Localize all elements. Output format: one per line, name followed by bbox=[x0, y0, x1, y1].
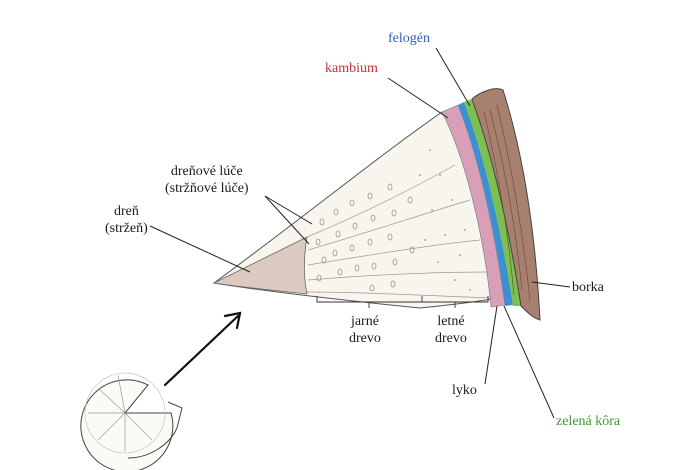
label-lyko: lyko bbox=[452, 383, 477, 398]
leader-lines bbox=[149, 47, 571, 419]
label-kambium: kambium bbox=[325, 61, 378, 76]
arrow-icon bbox=[163, 311, 242, 387]
log-cross-section-icon bbox=[80, 372, 183, 470]
label-felogen: felogén bbox=[388, 31, 430, 46]
label-letne-drevo: letné drevo bbox=[435, 314, 467, 346]
label-drenove-luce: dreňové lúče (stržňové lúče) bbox=[165, 164, 249, 196]
summer-wood-dots bbox=[419, 149, 471, 291]
label-jarne-drevo: jarné drevo bbox=[349, 314, 381, 346]
bark-band bbox=[471, 88, 541, 321]
pith-region bbox=[212, 236, 308, 295]
wood-bracket bbox=[316, 296, 489, 308]
green-cortex-band bbox=[464, 99, 521, 306]
label-zelena-kora: zelená kôra bbox=[556, 414, 621, 429]
phellogen-band bbox=[458, 102, 513, 306]
spring-wood-pores bbox=[315, 183, 415, 292]
medullary-rays bbox=[306, 164, 494, 299]
label-borka: borka bbox=[572, 280, 604, 295]
label-dren: dreň (stržeň) bbox=[105, 204, 148, 236]
bark-texture bbox=[483, 104, 531, 301]
